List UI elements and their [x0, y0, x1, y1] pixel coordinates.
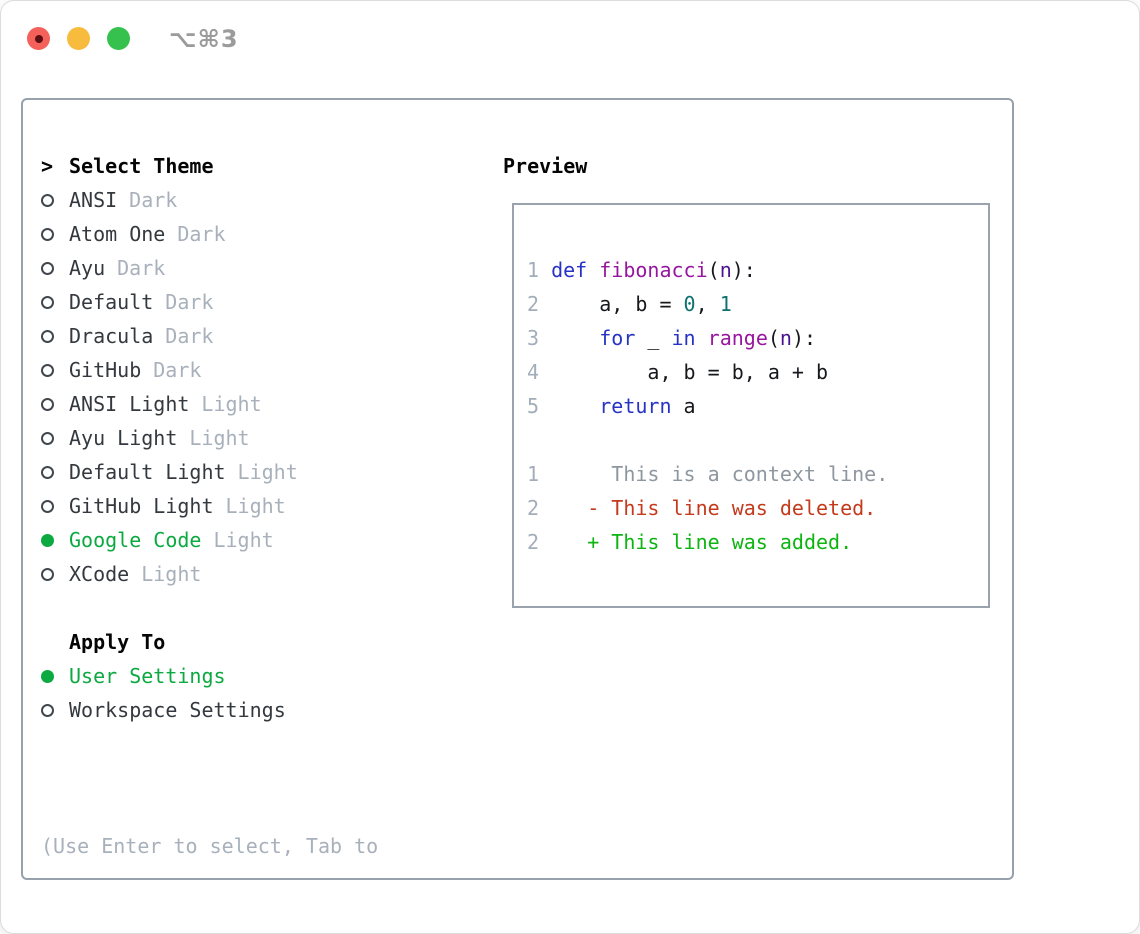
radio-unselected-icon	[41, 295, 69, 309]
close-dot-icon	[34, 34, 43, 43]
window-shortcut-label: ⌥⌘3	[169, 25, 239, 53]
radio-unselected-icon	[41, 431, 69, 445]
theme-option-default-light[interactable]: Default Light Light	[41, 455, 378, 489]
option-label: GitHub Light	[69, 494, 214, 518]
variant-label: Light	[201, 392, 262, 416]
theme-option-github[interactable]: GitHub Dark	[41, 353, 378, 387]
option-label: ANSI	[69, 188, 118, 212]
apply-to-heading: Apply To	[41, 625, 378, 659]
option-label: Ayu Light	[69, 426, 178, 450]
radio-selected-icon	[41, 533, 69, 547]
variant-label: Dark	[177, 222, 226, 246]
theme-option-ansi-light[interactable]: ANSI Light Light	[41, 387, 378, 421]
theme-option-default[interactable]: Default Dark	[41, 285, 378, 319]
option-label: GitHub	[69, 358, 142, 382]
option-label: User Settings	[69, 664, 226, 688]
theme-option-ansi[interactable]: ANSI Dark	[41, 183, 378, 217]
option-label: Default	[69, 290, 154, 314]
radio-unselected-icon	[41, 193, 69, 207]
variant-label: Light	[213, 528, 274, 552]
help-line-1: (Use Enter to select, Tab to	[41, 834, 379, 858]
radio-unselected-icon	[41, 363, 69, 377]
minimize-button[interactable]	[67, 27, 90, 50]
option-label: ANSI Light	[69, 392, 190, 416]
radio-unselected-icon	[41, 703, 69, 717]
code-line: 5 return a	[527, 394, 696, 418]
theme-option-xcode[interactable]: XCode Light	[41, 557, 378, 591]
close-button[interactable]	[27, 27, 50, 50]
spacer	[41, 727, 378, 761]
preview-title: Preview	[503, 154, 588, 178]
radio-unselected-icon	[41, 499, 69, 513]
code-line: 2 - This line was deleted.	[527, 496, 877, 520]
code-line: 2 + This line was added.	[527, 530, 853, 554]
code-line: 4 a, b = b, a + b	[527, 360, 829, 384]
option-label: Atom One	[69, 222, 166, 246]
preview-pane: 1 def fibonacci(n): 2 a, b = 0, 1 3 for _ …	[512, 203, 990, 608]
maximize-button[interactable]	[107, 27, 130, 50]
radio-unselected-icon	[41, 227, 69, 241]
radio-unselected-icon	[41, 465, 69, 479]
option-label: Google Code	[69, 528, 202, 552]
theme-option-google-code[interactable]: Google Code Light	[41, 523, 378, 557]
radio-unselected-icon	[41, 329, 69, 343]
code-preview: 1 def fibonacci(n): 2 a, b = 0, 1 3 for _ …	[514, 205, 988, 559]
select-theme-heading: > Select Theme	[41, 149, 378, 183]
help-text: (Use Enter to select, Tab to change focu…	[41, 761, 379, 933]
radio-unselected-icon	[41, 261, 69, 275]
radio-selected-icon	[41, 669, 69, 683]
option-label: Default Light	[69, 460, 226, 484]
theme-option-atom-one[interactable]: Atom One Dark	[41, 217, 378, 251]
apply-option-workspace-settings[interactable]: Workspace Settings	[41, 693, 378, 727]
focus-caret-icon: >	[41, 154, 54, 178]
theme-option-dracula[interactable]: Dracula Dark	[41, 319, 378, 353]
apply-to-title: Apply To	[69, 630, 166, 654]
code-line: 2 a, b = 0, 1	[527, 292, 732, 316]
traffic-lights	[27, 27, 130, 50]
code-line: 1 This is a context line.	[527, 462, 889, 486]
variant-label: Dark	[129, 188, 178, 212]
select-theme-title: Select Theme	[69, 154, 214, 178]
variant-label: Light	[237, 460, 298, 484]
option-label: Dracula	[69, 324, 154, 348]
option-label: Workspace Settings	[69, 698, 286, 722]
code-line: 3 for _ in range(n):	[527, 326, 817, 350]
variant-label: Dark	[153, 358, 202, 382]
apply-option-user-settings[interactable]: User Settings	[41, 659, 378, 693]
option-label: XCode	[69, 562, 130, 586]
theme-option-ayu-light[interactable]: Ayu Light Light	[41, 421, 378, 455]
theme-option-github-light[interactable]: GitHub Light Light	[41, 489, 378, 523]
option-label: Ayu	[69, 256, 106, 280]
variant-label: Light	[189, 426, 250, 450]
spacer	[41, 591, 378, 625]
code-line	[527, 423, 988, 457]
variant-label: Dark	[117, 256, 166, 280]
titlebar: ⌥⌘3	[1, 1, 1139, 73]
code-line: 1 def fibonacci(n):	[527, 258, 756, 282]
radio-unselected-icon	[41, 397, 69, 411]
radio-unselected-icon	[41, 567, 69, 581]
variant-label: Light	[225, 494, 286, 518]
theme-option-ayu[interactable]: Ayu Dark	[41, 251, 378, 285]
variant-label: Dark	[165, 324, 214, 348]
variant-label: Dark	[165, 290, 214, 314]
variant-label: Light	[141, 562, 202, 586]
